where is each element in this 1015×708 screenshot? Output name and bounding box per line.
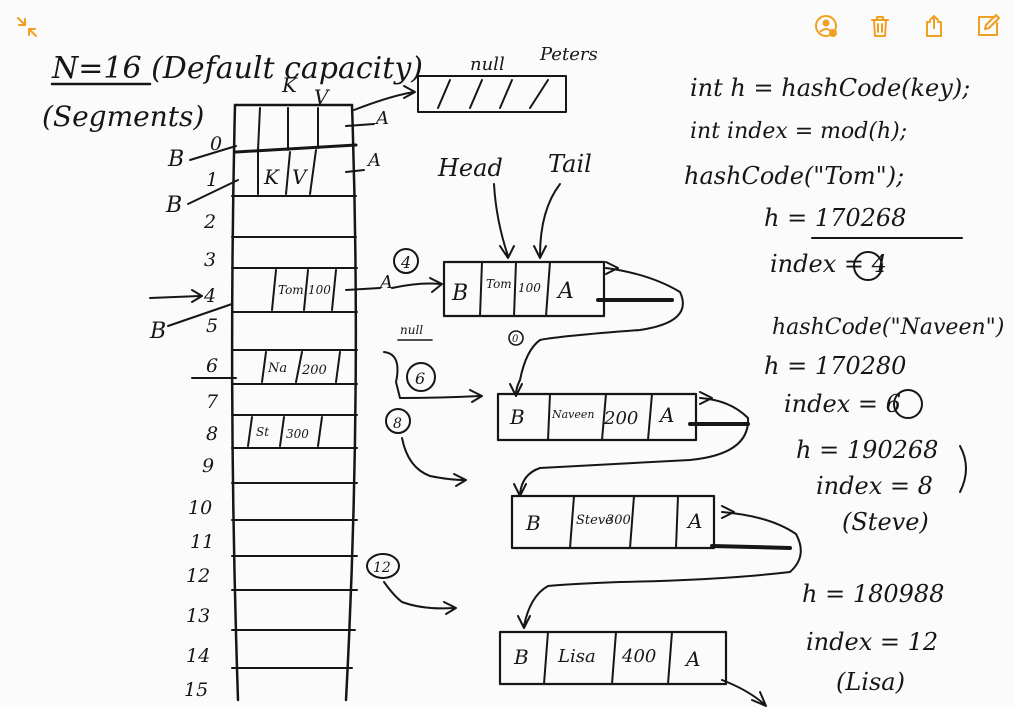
null-label: null <box>470 54 505 75</box>
row4-value: 100 <box>308 283 331 297</box>
row-index-labels: 0 1 2 3 4 5 6 7 8 9 10 11 12 13 14 15 <box>184 133 222 701</box>
side-b-row4: B <box>149 319 166 344</box>
side-b-row1: B <box>165 193 182 218</box>
node-steve-b: B <box>525 511 541 535</box>
node-naveen-a: A <box>658 403 674 427</box>
toolbar <box>809 8 1005 44</box>
svg-text:hashCode("Tom");: hashCode("Tom"); <box>684 162 904 190</box>
svg-text:h = 170268: h = 170268 <box>764 204 906 232</box>
row6-value: 200 <box>301 363 327 378</box>
svg-text:(Steve): (Steve) <box>842 508 929 536</box>
svg-text:int h = hashCode(key);: int h = hashCode(key); <box>690 74 970 102</box>
node-tom-value: 100 <box>518 281 541 295</box>
node-lisa <box>498 630 728 686</box>
svg-text:12: 12 <box>186 565 210 587</box>
share-icon <box>926 15 942 37</box>
svg-text:(Lisa): (Lisa) <box>836 668 905 696</box>
node-marker: 0 <box>512 334 519 345</box>
node-naveen-b: B <box>509 405 525 429</box>
row1-value: V <box>292 165 309 189</box>
node-tom <box>442 260 606 318</box>
svg-text:14: 14 <box>186 645 210 667</box>
svg-text:0: 0 <box>210 133 222 155</box>
collaborate-button[interactable] <box>809 9 843 43</box>
trash-icon <box>871 16 889 37</box>
svg-text:h = 180988: h = 180988 <box>802 580 944 608</box>
circled-6: 6 <box>415 369 425 388</box>
segment-table <box>230 103 358 702</box>
svg-text:1: 1 <box>206 169 218 191</box>
svg-text:h = 190268: h = 190268 <box>796 436 938 464</box>
node-naveen <box>496 392 698 442</box>
kv-header-k: K <box>281 73 298 97</box>
svg-text:9: 9 <box>202 455 214 477</box>
side-b-row0: B <box>167 147 184 172</box>
svg-text:5: 5 <box>206 315 218 337</box>
row4-key: Tom <box>278 283 304 297</box>
node-steve-key: Steve <box>576 513 613 528</box>
svg-text:index = 4: index = 4 <box>770 250 887 278</box>
entries-label: Peters <box>539 44 598 65</box>
svg-text:index = 6: index = 6 <box>784 390 901 418</box>
board-subtitle: (Segments) <box>42 100 204 133</box>
node-tom-key: Tom <box>486 277 512 291</box>
hash-notes: int h = hashCode(key); int index = mod(h… <box>684 74 1004 696</box>
svg-text:hashCode("Naveen"): hashCode("Naveen") <box>772 315 1004 340</box>
row8-value: 300 <box>286 427 309 441</box>
edit-button[interactable] <box>971 9 1005 43</box>
node-naveen-key: Naveen <box>551 408 595 421</box>
collapse-icon[interactable] <box>14 14 40 40</box>
row6-key: Na <box>267 361 287 376</box>
edit-icon <box>978 14 1000 36</box>
circled-4: 4 <box>400 253 411 272</box>
svg-text:index = 8: index = 8 <box>816 472 933 500</box>
circled-12: 12 <box>373 560 391 576</box>
circled-8: 8 <box>393 416 402 432</box>
svg-text:4: 4 <box>203 285 216 307</box>
svg-text:8: 8 <box>206 423 218 445</box>
node-tom-a: A <box>556 279 574 304</box>
row8-key: St <box>256 425 269 439</box>
board-title: N=16 (Default capacity) <box>51 51 423 86</box>
small-null: null <box>400 323 423 337</box>
svg-text:h = 170280: h = 170280 <box>764 352 906 380</box>
node-lisa-key: Lisa <box>557 646 596 667</box>
svg-text:11: 11 <box>190 531 214 553</box>
svg-text:7: 7 <box>206 391 219 413</box>
node-steve-value: 300 <box>606 513 631 528</box>
delete-button[interactable] <box>863 9 897 43</box>
side-a-row4: A <box>378 272 393 293</box>
node-lisa-b: B <box>513 645 529 669</box>
svg-text:6: 6 <box>206 355 218 377</box>
tail-label: Tail <box>548 150 592 178</box>
node-steve-a: A <box>686 509 702 533</box>
svg-text:index = 12: index = 12 <box>806 628 938 656</box>
side-a-row0: A <box>374 108 389 129</box>
collaborate-icon <box>815 15 837 37</box>
node-tom-b: B <box>451 281 468 306</box>
row1-key: K <box>263 165 280 189</box>
share-button[interactable] <box>917 9 951 43</box>
side-a-row1: A <box>366 150 381 171</box>
svg-text:10: 10 <box>188 497 212 519</box>
node-lisa-a: A <box>684 647 700 671</box>
svg-text:15: 15 <box>184 679 208 701</box>
head-label: Head <box>437 154 503 182</box>
svg-text:13: 13 <box>186 605 210 627</box>
node-lisa-value: 400 <box>621 646 656 667</box>
svg-text:3: 3 <box>204 249 216 271</box>
node-naveen-value: 200 <box>603 408 638 429</box>
svg-text:2: 2 <box>203 211 216 233</box>
null-array-box <box>417 75 567 113</box>
node-steve <box>510 494 716 550</box>
kv-header-v: V <box>314 85 331 109</box>
svg-text:int index = mod(h);: int index = mod(h); <box>690 119 907 144</box>
